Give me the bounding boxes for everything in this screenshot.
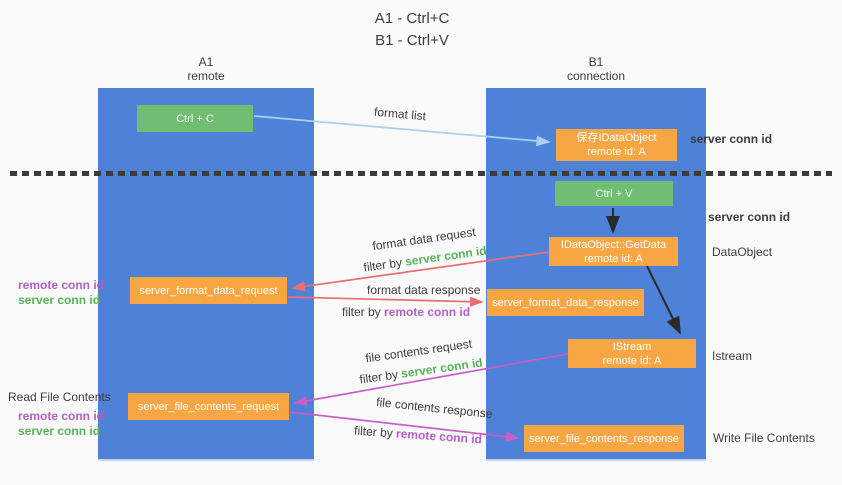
server-format-data-response-box: server_format_data_response: [487, 289, 644, 316]
server-conn-id-annotation-mid: server conn id: [708, 210, 791, 224]
istream-box: IStream remote id: A: [568, 339, 696, 368]
server-file-contents-response-box: server_file_contents_response: [524, 425, 684, 452]
idataobject-getdata-box: IDataObject::GetData remote id: A: [549, 237, 678, 266]
format-list-label: format list: [373, 104, 427, 124]
server-conn-id-text: server conn id: [400, 355, 484, 381]
server-file-contents-response-label: server_file_contents_response: [529, 432, 679, 445]
write-file-contents-annotation: Write File Contents: [713, 431, 815, 445]
machine-boundary-dotted-line: [10, 171, 832, 176]
ctrl-v-label: Ctrl + V: [595, 187, 633, 200]
save-idataobject-line2: remote id: A: [587, 146, 646, 158]
filter-by-remote-conn-id-label-2: filter by remote conn id: [354, 424, 483, 447]
getdata-line2: remote id: A: [584, 252, 643, 265]
lifeline-b1-role: connection: [566, 69, 626, 83]
remote-conn-id-annotation: remote conn id: [18, 409, 105, 423]
istream-line1: IStream: [612, 340, 652, 353]
save-idataobject-box: 保存IDataObject remote id: A: [556, 129, 677, 161]
server-format-data-response-label: server_format_data_response: [492, 296, 639, 309]
ctrl-c-box: Ctrl + C: [137, 105, 253, 132]
istream-annotation: Istream: [712, 349, 753, 363]
dataobject-annotation: DataObject: [712, 245, 773, 259]
ctrl-c-label: Ctrl + C: [176, 112, 214, 125]
file-contents-response-label: file contents response: [375, 394, 494, 422]
title-line-1: A1 - Ctrl+C: [374, 10, 450, 27]
save-idataobject-line1: 保存IDataObject: [576, 132, 657, 144]
filter-by-text: filter by: [362, 255, 403, 275]
istream-line2: remote id: A: [602, 354, 662, 367]
server-format-data-request-box: server_format_data_request: [130, 277, 287, 304]
server-file-contents-request-label: server_file_contents_request: [137, 400, 280, 413]
conn-id-group-bottom: remote conn id server conn id: [18, 409, 104, 439]
lifeline-a1-name: A1: [198, 55, 214, 69]
server-conn-id-annotation-top: server conn id: [690, 132, 773, 146]
server-format-data-request-label: server_format_data_request: [139, 284, 278, 297]
filter-by-text: filter by: [353, 423, 394, 441]
lifeline-b1-name: B1: [588, 55, 604, 69]
remote-conn-id-text: remote conn id: [384, 305, 471, 319]
getdata-line1: IDataObject::GetData: [560, 238, 667, 251]
diagram-title: A1 - Ctrl+C B1 - Ctrl+V: [332, 8, 492, 52]
remote-conn-id-annotation: remote conn id: [18, 278, 105, 292]
filter-by-text: filter by: [358, 367, 399, 387]
lifeline-header-a1: A1 remote: [98, 55, 314, 83]
arrow-format-data-response: [287, 296, 484, 307]
title-line-2: B1 - Ctrl+V: [375, 32, 449, 49]
filter-by-remote-conn-id-label: filter by remote conn id: [342, 305, 470, 319]
format-data-response-label: format data response: [367, 283, 481, 297]
server-conn-id-annotation: server conn id: [18, 293, 101, 307]
server-conn-id-annotation: server conn id: [18, 424, 101, 438]
remote-conn-id-text: remote conn id: [395, 426, 483, 447]
server-conn-id-text: server conn id: [404, 243, 488, 269]
lifeline-header-b1: B1 connection: [486, 55, 706, 83]
ctrl-v-box: Ctrl + V: [555, 181, 673, 206]
read-file-contents-annotation: Read File Contents: [8, 390, 111, 404]
conn-id-group-top: remote conn id server conn id: [18, 278, 104, 308]
filter-by-text: filter by: [342, 305, 381, 319]
server-file-contents-request-box: server_file_contents_request: [128, 393, 289, 420]
lifeline-a1-role: remote: [187, 69, 225, 83]
